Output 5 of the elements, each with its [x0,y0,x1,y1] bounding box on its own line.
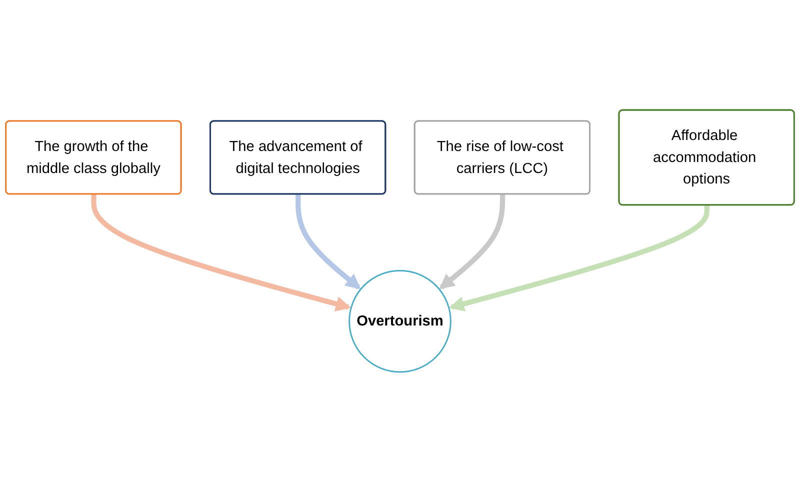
node-circle: Overtourism [348,270,452,373]
arrow [296,194,361,290]
arrow [439,194,506,290]
arrow [448,205,710,312]
arrow [91,194,352,312]
